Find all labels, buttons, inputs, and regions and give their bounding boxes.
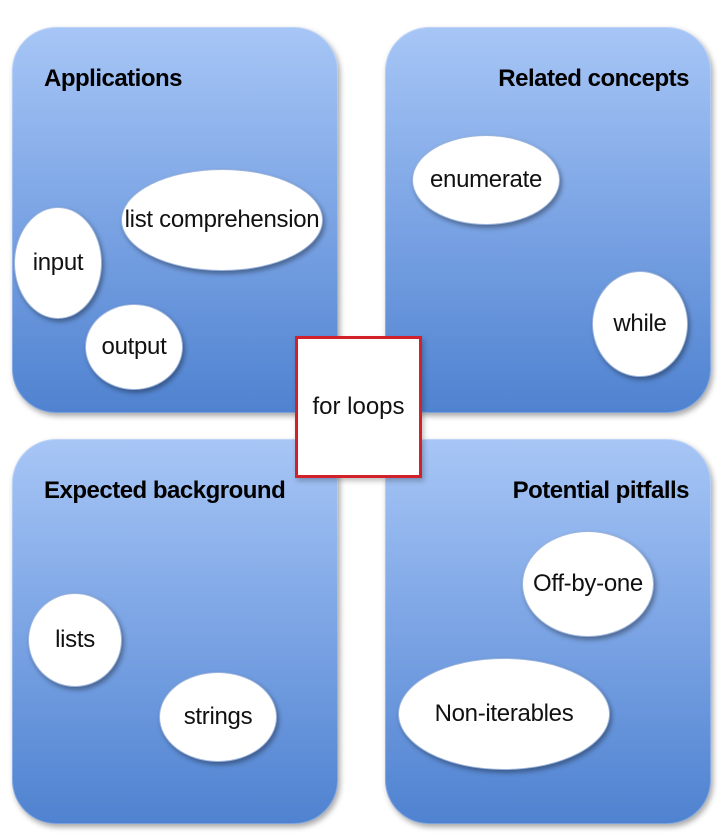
bubble-output: output [85, 304, 183, 390]
bubble-enumerate: enumerate [412, 135, 560, 225]
bubble-strings: strings [159, 672, 277, 762]
quadrant-title-related-concepts: Related concepts [498, 65, 689, 92]
bubble-input: input [14, 207, 102, 319]
bubble-list-comprehension: list comprehension [121, 169, 323, 271]
bubble-non-iterables: Non-iterables [398, 658, 610, 770]
quadrant-title-applications: Applications [44, 65, 183, 92]
quadrant-title-potential-pitfalls: Potential pitfalls [512, 477, 690, 504]
quadrant-expected-background: Expected background lists strings [12, 439, 338, 824]
quadrant-applications: Applications list comprehension input ou… [12, 27, 338, 413]
center-concept-box: for loops [295, 336, 422, 478]
quadrant-potential-pitfalls: Potential pitfalls Off-by-one Non-iterab… [385, 439, 711, 824]
bubble-lists: lists [28, 593, 122, 687]
bubble-while: while [592, 271, 688, 377]
quadrant-title-expected-background: Expected background [44, 477, 286, 504]
quadrant-related-concepts: Related concepts enumerate while [385, 27, 711, 413]
bubble-off-by-one: Off-by-one [522, 531, 654, 637]
